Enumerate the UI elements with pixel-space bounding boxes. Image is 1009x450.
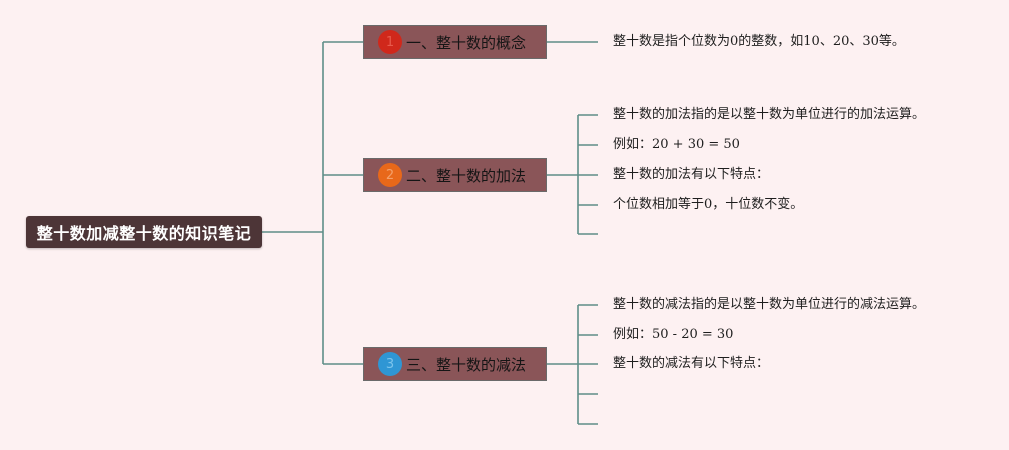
leaf-node[interactable]: 整十数的减法指的是以整十数为单位进行的减法运算。 [613, 297, 926, 312]
leaf-node[interactable]: 整十数的加法有以下特点： [613, 167, 770, 182]
branch-label: 二、整十数的加法 [406, 166, 527, 185]
branch-node-subtraction[interactable]: 3 三、整十数的减法 [363, 347, 547, 381]
branch-node-concept[interactable]: 1 一、整十数的概念 [363, 25, 547, 59]
root-title: 整十数加减整十数的知识笔记 [36, 224, 252, 243]
leaf-node[interactable]: 整十数是指个位数为0的整数，如10、20、30等。 [613, 34, 905, 49]
branch-label: 一、整十数的概念 [406, 33, 527, 52]
leaf-node[interactable]: 整十数的减法有以下特点： [613, 356, 770, 371]
leaf-node[interactable]: 整十数的加法指的是以整十数为单位进行的加法运算。 [613, 107, 926, 122]
leaf-node[interactable]: 个位数相加等于0，十位数不变。 [613, 197, 804, 212]
leaf-node[interactable]: 例如：20 + 30 = 50 [613, 137, 740, 152]
leaf-node[interactable]: 例如：50 - 20 = 30 [613, 327, 734, 342]
root-node[interactable]: 整十数加减整十数的知识笔记 [26, 216, 262, 248]
branch-label: 三、整十数的减法 [406, 355, 527, 374]
branch-node-addition[interactable]: 2 二、整十数的加法 [363, 158, 547, 192]
number-badge-icon: 1 [378, 30, 402, 54]
number-badge-icon: 2 [378, 163, 402, 187]
number-badge-icon: 3 [378, 352, 402, 376]
